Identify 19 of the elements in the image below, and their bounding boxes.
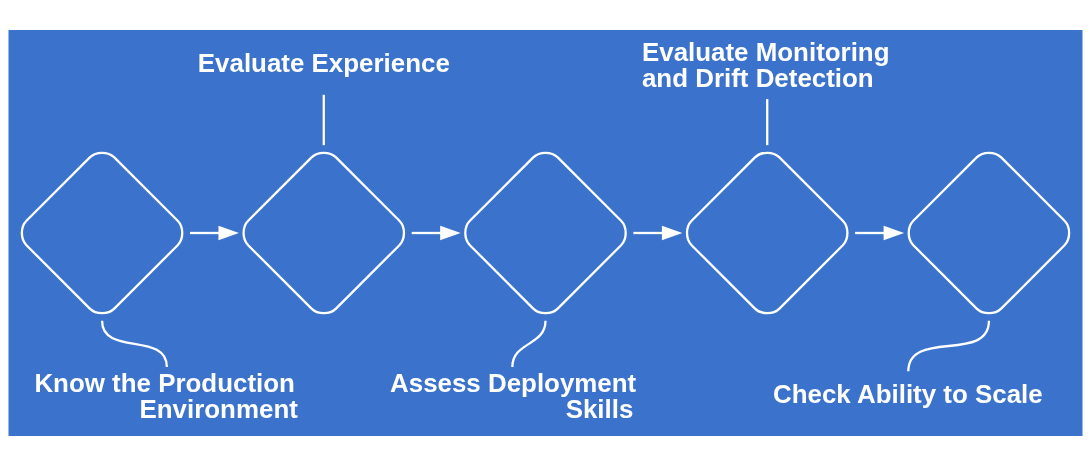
node-text: Assess Deployment Skills	[390, 368, 637, 423]
node-diamond	[685, 151, 849, 314]
node-diamond	[464, 151, 627, 314]
node-diamond	[907, 151, 1071, 314]
connector	[511, 320, 547, 367]
node-text: Evaluate Monitoring and Drift Detection	[641, 37, 890, 92]
node-text: Check Ability to Scale	[772, 379, 1043, 408]
connector	[907, 320, 991, 371]
connector	[766, 98, 769, 145]
node-text: Know the Production Environment	[34, 368, 298, 423]
arrow	[855, 225, 905, 240]
connector	[100, 320, 168, 367]
arrow	[411, 225, 461, 240]
connector	[322, 94, 325, 145]
arrow	[633, 225, 683, 240]
node-text: Evaluate Experience	[197, 48, 450, 77]
node-diamond	[242, 151, 406, 314]
arrow	[190, 225, 239, 240]
node-diamond	[20, 151, 184, 314]
